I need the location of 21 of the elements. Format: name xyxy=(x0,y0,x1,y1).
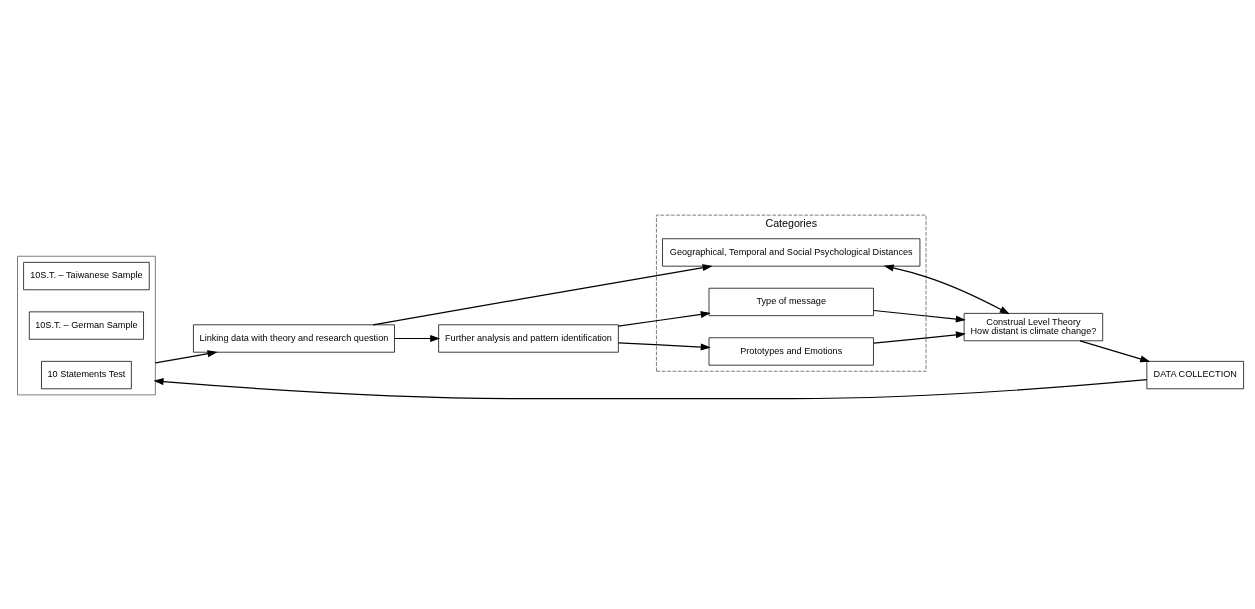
node-box: Linking data with theory and research question xyxy=(193,323,395,353)
arrow xyxy=(372,263,713,325)
node-box: Type of message xyxy=(708,287,874,316)
node-box: Prototypes and Emotions xyxy=(708,336,874,366)
arrow xyxy=(154,349,218,364)
arrow xyxy=(393,334,441,342)
arrow xyxy=(873,309,966,323)
arrow xyxy=(153,377,1148,399)
node-box: DATA COLLECTION xyxy=(1146,360,1244,389)
node-box: 10S.T. – German Sample xyxy=(28,310,144,340)
arrow xyxy=(883,264,1010,314)
node-box: Construal Level Theory How distant is climate change? xyxy=(963,312,1104,341)
arrow xyxy=(873,330,966,344)
arrow xyxy=(1079,339,1151,362)
arrow xyxy=(617,341,711,351)
node-box: Geographical, Temporal and Social Psychological Distances xyxy=(662,237,921,267)
node-box: 10S.T. – Taiwanese Sample xyxy=(23,261,150,290)
arrow xyxy=(617,310,711,327)
node-box: 10 Statements Test xyxy=(41,360,132,389)
cluster xyxy=(17,255,156,395)
node-box: Further analysis and pattern identification xyxy=(438,323,619,353)
